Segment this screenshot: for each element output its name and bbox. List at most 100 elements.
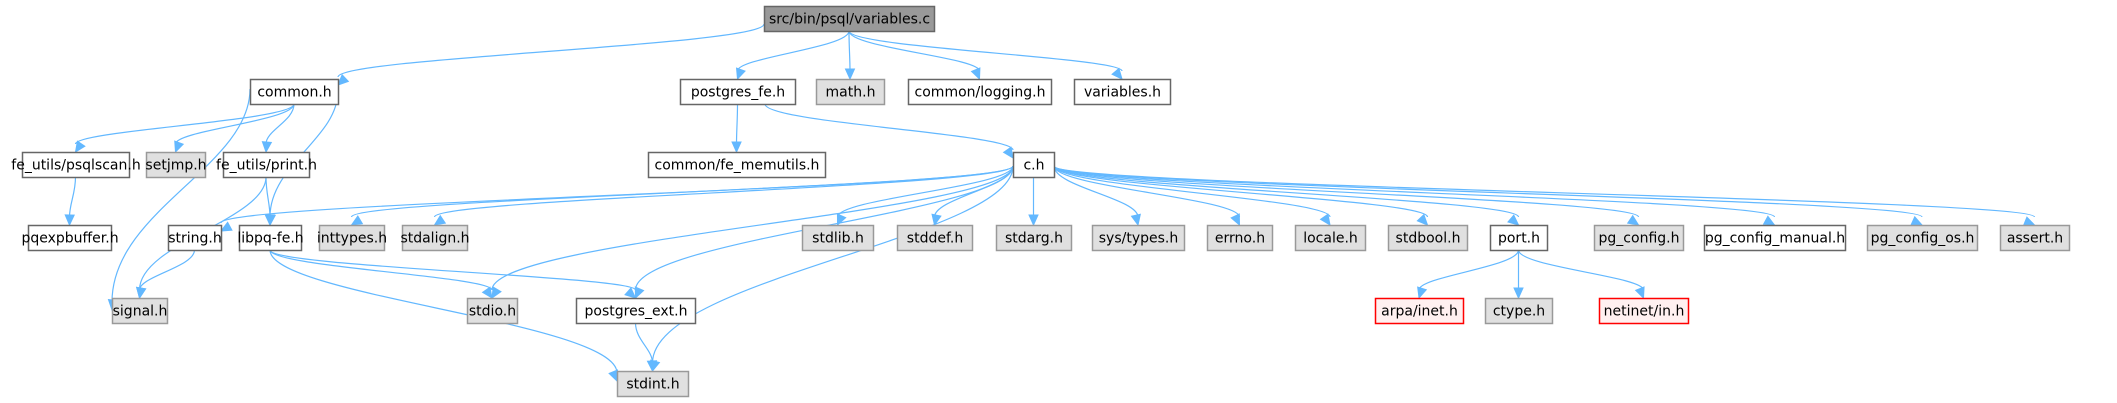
arrowhead-icon xyxy=(136,286,147,300)
node-c-h[interactable]: c.h xyxy=(1012,151,1056,179)
node-label: math.h xyxy=(826,85,876,101)
edge-common_h-to-setjmp_h xyxy=(174,103,295,145)
node-ctype-h[interactable]: ctype.h xyxy=(1484,297,1554,325)
node-box xyxy=(27,224,113,252)
node-label: port.h xyxy=(1498,231,1540,247)
node-box xyxy=(801,224,875,252)
node-label: libpq-fe.h xyxy=(237,231,303,247)
node-box xyxy=(466,297,519,325)
arrowhead-icon xyxy=(1002,146,1014,160)
node-stdarg-h[interactable]: stdarg.h xyxy=(995,224,1073,252)
arrowhead-icon xyxy=(481,286,493,300)
node-libpq-fe-h[interactable]: libpq-fe.h xyxy=(237,224,304,252)
edge-port_h-to-netinet_in_h xyxy=(1517,249,1645,291)
nodes-layer: src/bin/psql/variables.c common.h postgres… xyxy=(11,5,2071,398)
node-stdio-h[interactable]: stdio.h xyxy=(466,297,519,325)
node-label: c.h xyxy=(1023,158,1044,174)
node-variables-h[interactable]: variables.h xyxy=(1073,78,1172,106)
node-setjmp-h[interactable]: setjmp.h xyxy=(145,151,207,179)
node-pg-config-os-h[interactable]: pg_config_os.h xyxy=(1866,224,1979,252)
node-stdint-h[interactable]: stdint.h xyxy=(616,370,690,398)
node-pg-config-h[interactable]: pg_config.h xyxy=(1593,224,1685,252)
arrowhead-icon xyxy=(931,213,942,227)
node-box xyxy=(1598,297,1690,325)
arrowhead-icon xyxy=(261,141,273,154)
node-assert-h[interactable]: assert.h xyxy=(1999,224,2071,252)
arrowhead-icon xyxy=(350,215,364,226)
node-errno-h[interactable]: errno.h xyxy=(1206,224,1274,252)
arrowhead-icon xyxy=(1319,213,1331,226)
node-math-h[interactable]: math.h xyxy=(815,78,886,106)
edge-port_h-to-arpa_inet_h xyxy=(1418,249,1520,291)
node-label: locale.h xyxy=(1303,231,1358,247)
node-label: pg_config_os.h xyxy=(1871,231,1975,247)
arrowhead-icon xyxy=(1130,213,1141,227)
node-port-h[interactable]: port.h xyxy=(1489,224,1549,252)
node-box xyxy=(1294,224,1367,252)
node-sys-types-h[interactable]: sys/types.h xyxy=(1091,224,1186,252)
node-common-h[interactable]: common.h xyxy=(249,78,340,106)
node-stdbool-h[interactable]: stdbool.h xyxy=(1387,224,1469,252)
arrowhead-icon xyxy=(1910,215,1924,226)
node-arpa-inet-h[interactable]: arpa/inet.h xyxy=(1374,297,1465,325)
edge-c_h-to-stdio_h xyxy=(491,165,1014,291)
edge-libpq_fe_h-to-stdint_h xyxy=(269,249,618,374)
node-label: stddef.h xyxy=(907,231,963,247)
node-box xyxy=(907,78,1053,106)
arrowhead-icon xyxy=(1417,286,1428,300)
node-pg-config-manual-h[interactable]: pg_config_manual.h xyxy=(1703,224,1847,252)
node-label: common/logging.h xyxy=(915,85,1046,101)
arrowhead-icon xyxy=(74,140,86,154)
node-label: string.h xyxy=(168,231,222,247)
node-root[interactable]: src/bin/psql/variables.c xyxy=(763,5,936,33)
node-box xyxy=(1091,224,1186,252)
node-box xyxy=(647,151,827,179)
node-string-h[interactable]: string.h xyxy=(167,224,223,252)
node-postgres-fe-h[interactable]: postgres_fe.h xyxy=(679,78,797,106)
node-label: fe_utils/psqlscan.h xyxy=(11,158,140,174)
node-label: common.h xyxy=(257,85,331,101)
node-stddef-h[interactable]: stddef.h xyxy=(896,224,974,252)
node-common-fe-memutils-h[interactable]: common/fe_memutils.h xyxy=(647,151,827,179)
node-label: fe_utils/print.h xyxy=(216,158,317,174)
edge-c_h-to-sys_types_h xyxy=(1053,165,1139,218)
node-fe-utils-print-h[interactable]: fe_utils/print.h xyxy=(216,151,317,179)
node-fe-utils-psqlscan-h[interactable]: fe_utils/psqlscan.h xyxy=(11,151,141,179)
node-label: postgres_ext.h xyxy=(585,304,688,320)
node-netinet-in-h[interactable]: netinet/in.h xyxy=(1598,297,1690,325)
edge-c_h-to-pg_config_h xyxy=(1053,165,1640,218)
node-label: assert.h xyxy=(2007,231,2063,247)
arrowhead-icon xyxy=(1028,214,1039,227)
node-box xyxy=(815,78,886,106)
node-inttypes-h[interactable]: inttypes.h xyxy=(317,224,387,252)
node-box xyxy=(401,224,469,252)
node-postgres-ext-h[interactable]: postgres_ext.h xyxy=(575,297,697,325)
node-label: stdalign.h xyxy=(400,231,469,247)
edge-fe_utils_print_h-to-libpq_fe_h xyxy=(265,176,271,218)
arrowhead-icon xyxy=(1507,214,1520,226)
node-stdalign-h[interactable]: stdalign.h xyxy=(400,224,470,252)
edge-c_h-to-stdint_h xyxy=(651,165,1014,364)
node-signal-h[interactable]: signal.h xyxy=(111,297,169,325)
arrowhead-icon xyxy=(1416,213,1429,226)
node-label: postgres_fe.h xyxy=(691,85,785,101)
node-label: src/bin/psql/variables.c xyxy=(769,12,930,28)
node-pqexpbuffer-h[interactable]: pqexpbuffer.h xyxy=(21,224,119,252)
edge-common_h-to-fe_utils_print_h xyxy=(265,103,295,145)
arrowhead-icon xyxy=(491,286,502,300)
edge-libpq_fe_h-to-postgres_ext_h xyxy=(269,249,637,291)
edge-c_h-to-inttypes_h xyxy=(350,165,1014,218)
edge-root-to-variables_h xyxy=(848,30,1123,72)
edge-c_h-to-stddef_h xyxy=(933,165,1014,218)
node-stdlib-h[interactable]: stdlib.h xyxy=(801,224,875,252)
node-label: setjmp.h xyxy=(145,158,206,174)
node-common-logging-h[interactable]: common/logging.h xyxy=(907,78,1053,106)
edge-root-to-common_logging_h xyxy=(848,30,981,72)
node-box xyxy=(1387,224,1469,252)
node-locale-h[interactable]: locale.h xyxy=(1294,224,1367,252)
node-label: common/fe_memutils.h xyxy=(655,158,820,174)
node-box xyxy=(111,297,169,325)
arrowhead-icon xyxy=(1230,213,1241,227)
node-box xyxy=(1374,297,1465,325)
edge-root-to-common_h xyxy=(337,23,765,78)
